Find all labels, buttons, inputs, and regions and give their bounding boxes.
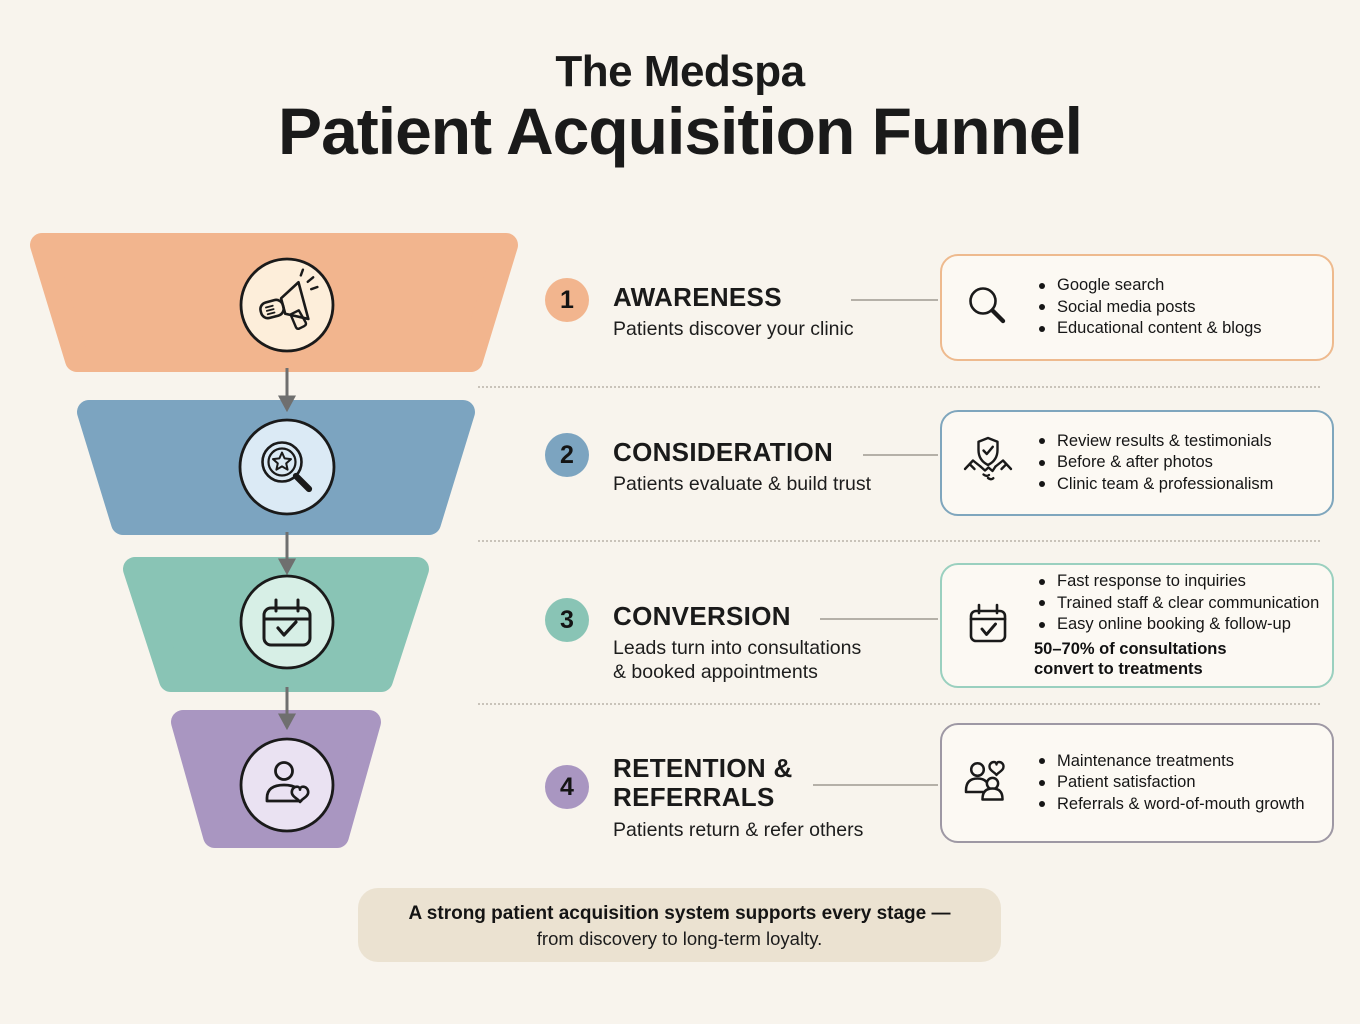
- connector-line: [820, 618, 938, 620]
- conversion-stat: 50–70% of consultations convert to treat…: [1034, 639, 1227, 679]
- page-header: The Medspa Patient Acquisition Funnel: [0, 47, 1360, 169]
- stage-title-consideration: CONSIDERATION: [613, 437, 834, 467]
- bullet-item: Referrals & word-of-mouth growth: [1034, 794, 1305, 816]
- calendar-check-icon: [969, 603, 1007, 642]
- page-title-top: The Medspa: [555, 47, 805, 96]
- detail-box-retention: Maintenance treatments Patient satisfact…: [940, 723, 1334, 843]
- stage-subtitle: Patients discover your clinic: [613, 318, 854, 340]
- person-heart-icon: [239, 737, 335, 833]
- bullet-item: Patient satisfaction: [1034, 772, 1305, 794]
- bullet-item: Clinic team & professionalism: [1034, 474, 1273, 496]
- detail-box-conversion: Fast response to inquiries Trained staff…: [940, 563, 1334, 688]
- detail-box-consideration: Review results & testimonials Before & a…: [940, 410, 1334, 516]
- bullet-item: Social media posts: [1034, 297, 1262, 319]
- stage-title-awareness: AWARENESS: [613, 282, 782, 312]
- stage-number-badge: 1: [545, 278, 589, 322]
- stage-subtitle: Patients evaluate & build trust: [613, 473, 871, 495]
- stage-number-badge: 3: [545, 598, 589, 642]
- acquisition-funnel-graphic: [30, 233, 518, 848]
- people-heart-icon: [964, 760, 1005, 801]
- page-title: Patient Acquisition Funnel: [278, 94, 1083, 169]
- dotted-separator: [478, 703, 1320, 705]
- connector-line: [863, 454, 938, 456]
- bullet-item: Review results & testimonials: [1034, 431, 1273, 453]
- stage-title-conversion: CONVERSION: [613, 601, 791, 631]
- stage-subtitle: Patients return & refer others: [613, 819, 864, 841]
- stage-number-badge: 4: [545, 765, 589, 809]
- funnel-arrow: [277, 687, 297, 731]
- stage-number-badge: 2: [545, 433, 589, 477]
- magnifier-star-icon: [238, 418, 336, 516]
- bullet-list: Google search Social media posts Educati…: [1034, 275, 1262, 340]
- stage-subtitle: Leads turn into consultations & booked a…: [613, 637, 862, 683]
- dotted-separator: [478, 386, 1320, 388]
- bullet-list: Fast response to inquiries Trained staff…: [1034, 571, 1319, 636]
- detail-box-awareness: Google search Social media posts Educati…: [940, 254, 1334, 361]
- conversion-box-content: Fast response to inquiries Trained staff…: [1034, 571, 1319, 680]
- bullet-item: Easy online booking & follow-up: [1034, 614, 1319, 636]
- footer-banner: A strong patient acquisition system supp…: [358, 888, 1001, 962]
- funnel-arrow: [277, 368, 297, 413]
- funnel-arrow: [277, 532, 297, 576]
- magnifier-icon: [969, 286, 1006, 323]
- bullet-item: Educational content & blogs: [1034, 318, 1262, 340]
- stage-title-retention: RETENTION & REFERRALS: [613, 753, 793, 812]
- footer-line-2: from discovery to long-term loyalty.: [536, 928, 823, 949]
- megaphone-icon: [239, 257, 335, 353]
- bullet-item: Google search: [1034, 275, 1262, 297]
- connector-line: [851, 299, 938, 301]
- shield-handshake-icon: [963, 436, 1013, 481]
- dotted-separator: [478, 540, 1320, 542]
- bullet-list: Maintenance treatments Patient satisfact…: [1034, 751, 1305, 816]
- bullet-list: Review results & testimonials Before & a…: [1034, 431, 1273, 496]
- calendar-check-icon: [239, 574, 335, 670]
- connector-line: [813, 784, 938, 786]
- footer-line-1: A strong patient acquisition system supp…: [408, 903, 951, 924]
- bullet-item: Trained staff & clear communication: [1034, 593, 1319, 615]
- bullet-item: Maintenance treatments: [1034, 751, 1305, 773]
- bullet-item: Before & after photos: [1034, 452, 1273, 474]
- bullet-item: Fast response to inquiries: [1034, 571, 1319, 593]
